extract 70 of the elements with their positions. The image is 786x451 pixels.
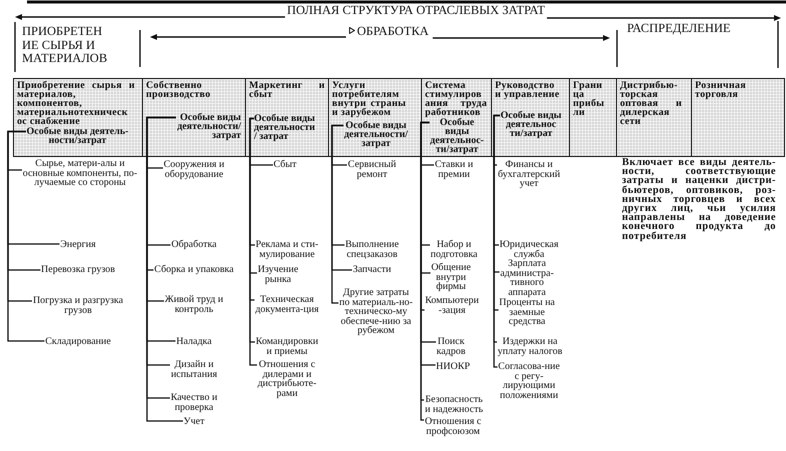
- cost-item: Зарплата администра- тивного аппарата: [500, 259, 554, 297]
- activity-subheading: Особые виды деятельнос ти/затрат: [500, 110, 562, 138]
- cost-item: Поиск кадров: [436, 337, 466, 356]
- cost-item: Энергия: [60, 240, 96, 250]
- cost-item: Живой труд и контроль: [164, 295, 224, 314]
- cost-item: Запчасти: [352, 265, 392, 274]
- cost-item: Реклама и сти- мулирование: [255, 240, 319, 259]
- cost-item: Сооружения и оборудование: [163, 160, 225, 179]
- cost-item: Ставки и премии: [434, 160, 474, 179]
- category-heading: Приобретение сырья и материалов, компонентов, материальнотехническ ос снабжение: [17, 81, 135, 126]
- stage-label: РАСПРЕДЕЛЕНИЕ: [627, 22, 731, 36]
- cost-item: НИОКР: [436, 362, 470, 372]
- connector-line: [249, 118, 257, 366]
- cost-item: Набор и подготовка: [430, 240, 478, 259]
- cost-item: Техническая документа-ция: [254, 295, 320, 314]
- category-heading: Руководство и управление: [495, 81, 560, 99]
- cost-item: Юридическая служба: [499, 240, 559, 259]
- cost-item: Сборка и упаковка: [154, 265, 234, 274]
- category-cell: [617, 78, 692, 157]
- cost-item: Издержки на уплату налогов: [497, 337, 563, 356]
- category-heading: Услуги потребителям внутри страны и зарубежом: [332, 81, 406, 117]
- cost-item: Качество и проверка: [170, 393, 218, 412]
- category-heading: Собственно производство: [146, 81, 212, 99]
- category-cell: [13, 78, 143, 157]
- cost-item: Согласова-ние с регу- лирующими положениями: [498, 362, 560, 400]
- cost-item: Командировки и приемы: [255, 337, 319, 356]
- cost-item: Дизайн и испытания: [170, 360, 218, 379]
- cost-item: Изучение рынка: [257, 265, 299, 284]
- stage-label: ОБРАБОТКА: [357, 25, 429, 38]
- cost-item: Проценты на заемные средства: [498, 298, 556, 326]
- stage-label: ПРИОБРЕТЕН ИЕ СЫРЬЯ И МАТЕРИАЛОВ: [22, 25, 108, 66]
- cost-item: Сырье, матери-алы и основные компоненты, по-лучаемые со стороны: [22, 159, 138, 188]
- category-cell: [246, 78, 329, 157]
- activity-subheading: Особые виды деятельности/ затрат: [176, 112, 241, 140]
- cost-item: Финансы и бухгалтерский учет: [497, 160, 561, 188]
- category-cell: [422, 78, 492, 157]
- activity-subheading: Особые виды деятельности/ затрат: [344, 120, 408, 148]
- category-cell: [492, 78, 570, 157]
- activity-subheading: Особые виды деятель- ности/затрат: [26, 126, 129, 145]
- category-cell: [570, 78, 617, 157]
- diagram-title: ПОЛНАЯ СТРУКТУРА ОТРАСЛЕВЫХ ЗАТРАТ: [287, 3, 545, 17]
- category-cell: [143, 78, 246, 157]
- cost-item: Отношения с дилерами и дистрибьюте- рами: [257, 360, 317, 398]
- cost-item: Перевозка грузов: [40, 265, 116, 274]
- connector-line: [146, 116, 183, 422]
- category-heading: Система стимулиров ания труда работников: [425, 81, 487, 117]
- cost-item: Складирование: [44, 337, 112, 346]
- cost-item: Сервисный ремонт: [347, 160, 397, 179]
- cost-item: Погрузка и разгрузка грузов: [32, 296, 124, 315]
- category-heading: Грани ца прибы ли: [573, 81, 606, 117]
- category-cell: [692, 78, 785, 157]
- category-heading: Маркетинг и сбыт: [249, 81, 325, 99]
- cost-item: Общение внутри фирмы: [430, 263, 472, 292]
- category-heading: Дистрибью- торская оптовая и дилерская сети: [620, 81, 682, 126]
- cost-item: Сбыт: [273, 160, 297, 170]
- cost-item: Компьютери -зация: [424, 296, 480, 315]
- description-text: Включает все виды деятель- ности, соответствующие затраты и наценки дистри- бьютеров, оптовиков, роз- ничных торговцев и всех других лиц, чьи усилия направлены на доведение конечного продукта до потребителя: [622, 158, 776, 243]
- cost-item: Безопасность и надежность: [424, 395, 484, 414]
- cost-item: Наладка: [176, 337, 212, 346]
- connector-line: [7, 130, 44, 342]
- category-heading: Розничная торговля: [695, 81, 747, 99]
- cost-item: Обработка: [170, 240, 218, 250]
- cost-item: Выполнение спецзаказов: [344, 240, 400, 259]
- activity-subheading: Особые виды деятельнос- ти/затрат: [430, 118, 484, 154]
- cost-item: Другие затраты по материаль-но- техническо-му обеспече-нию за рубежом: [338, 288, 414, 336]
- activity-subheading: Особые виды деятельности / затрат: [254, 114, 317, 142]
- category-cell: [329, 78, 422, 157]
- connector-line: [331, 124, 344, 304]
- cost-item: Отношения с профсоюзом: [424, 417, 482, 436]
- cost-item: Учет: [183, 417, 205, 426]
